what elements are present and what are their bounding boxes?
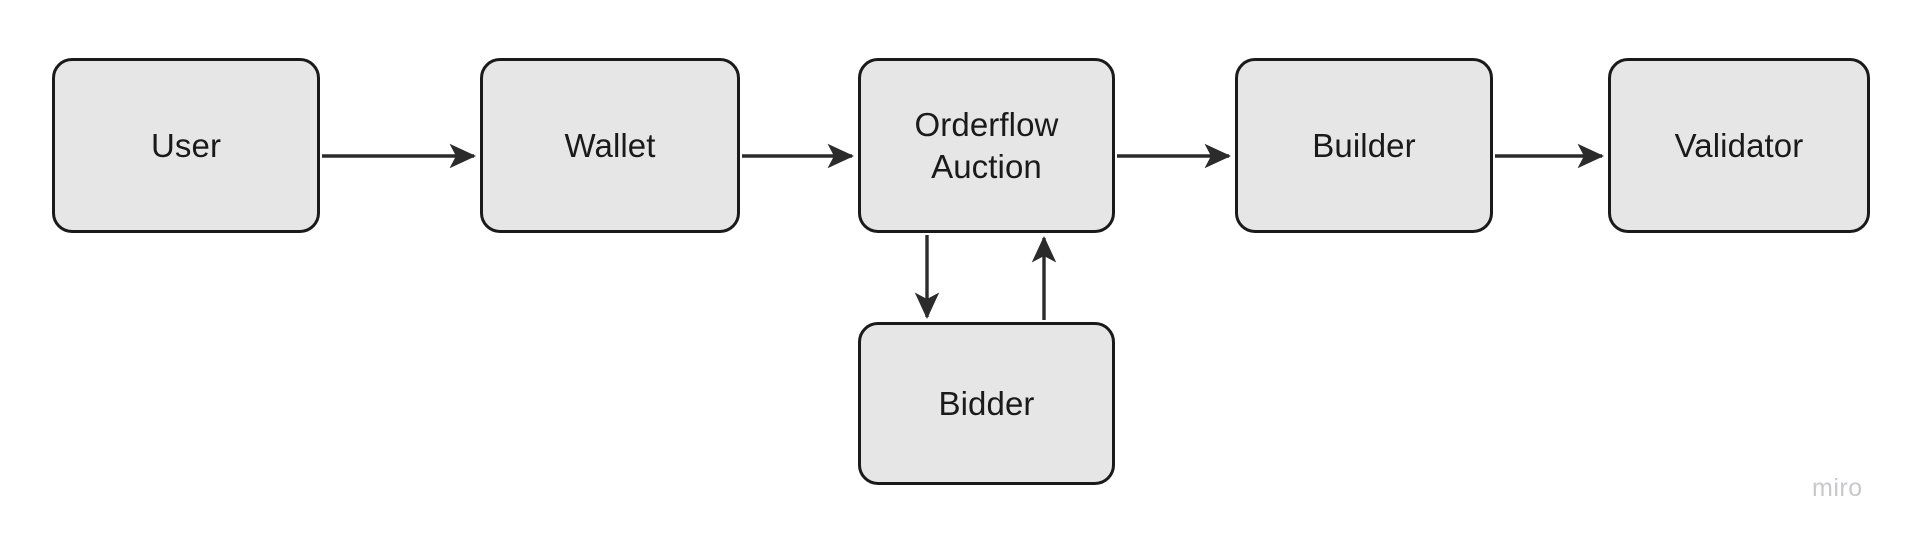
node-bidder[interactable]: Bidder — [858, 322, 1115, 485]
node-user-label: User — [150, 126, 222, 164]
node-validator-label: Validator — [1674, 126, 1804, 164]
node-wallet-label: Wallet — [564, 126, 656, 164]
node-builder-label: Builder — [1312, 126, 1416, 164]
node-wallet[interactable]: Wallet — [480, 58, 740, 233]
node-builder[interactable]: Builder — [1235, 58, 1493, 233]
node-bidder-label: Bidder — [938, 384, 1035, 422]
node-orderflow-auction-label: Orderflow Auction — [914, 106, 1059, 185]
node-user[interactable]: User — [52, 58, 320, 233]
miro-watermark: miro — [1812, 474, 1863, 502]
node-validator[interactable]: Validator — [1608, 58, 1870, 233]
node-orderflow-auction[interactable]: Orderflow Auction — [858, 58, 1115, 233]
